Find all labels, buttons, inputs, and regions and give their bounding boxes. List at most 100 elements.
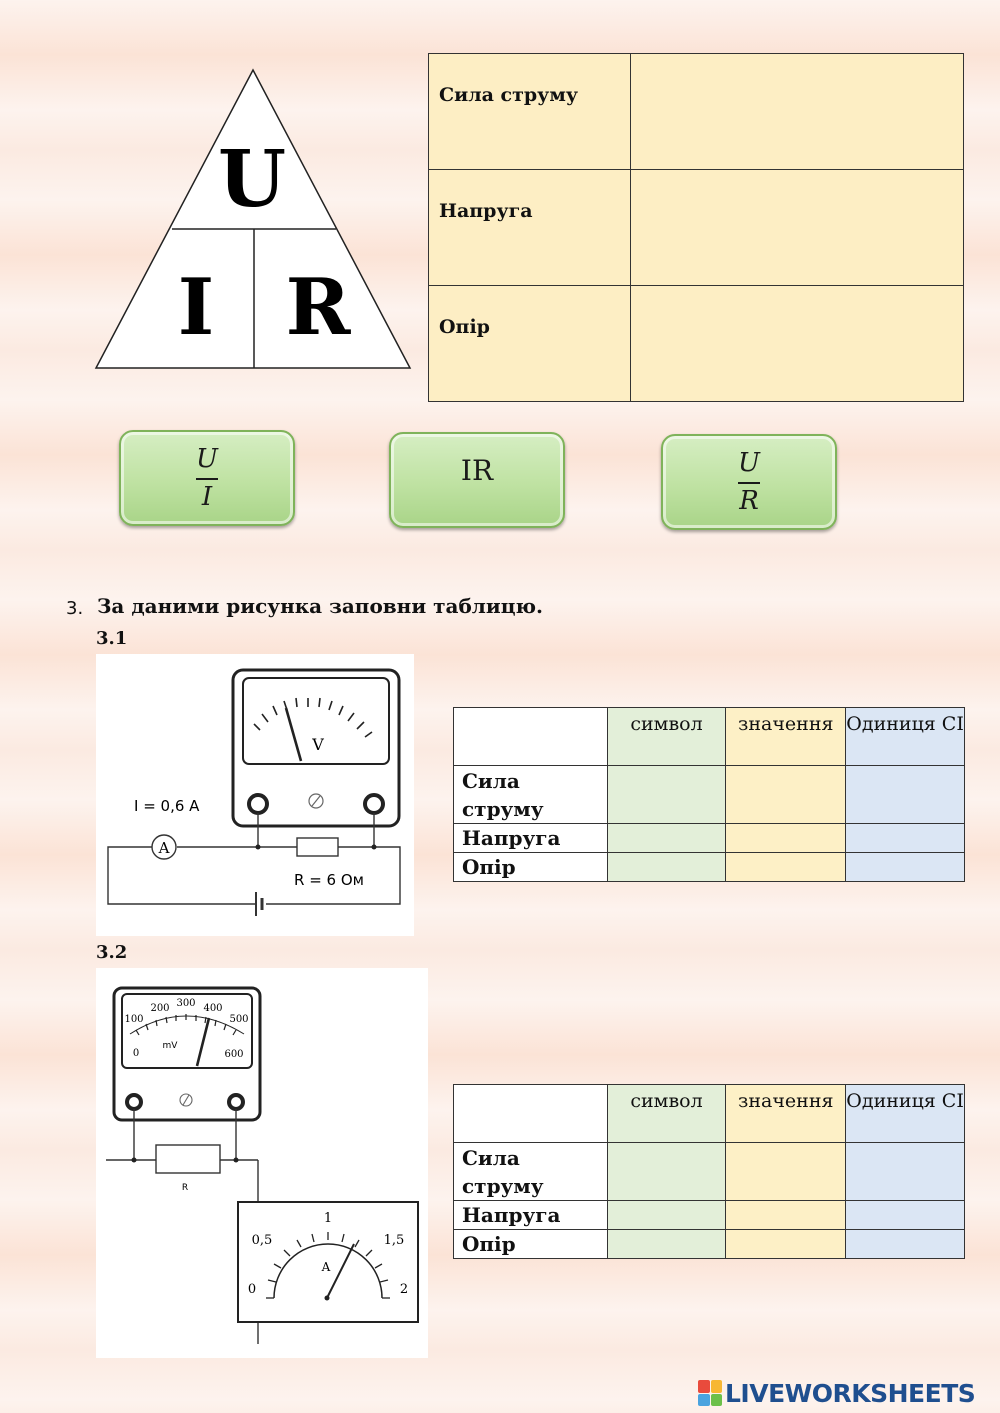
- header-cell-empty: [453, 707, 608, 766]
- fraction-denominator: I: [201, 482, 213, 512]
- answer-cell[interactable]: [845, 765, 965, 824]
- answer-cell[interactable]: [845, 852, 965, 882]
- mv-scale-300: 300: [176, 998, 195, 1009]
- definition-drop-zone-voltage[interactable]: [630, 169, 964, 286]
- data-table-1: символ значення Одиниця СІ Сила струму Н…: [453, 707, 965, 882]
- definitions-table: Сила струму Напруга Опір: [428, 53, 964, 402]
- header-cell-si-unit: Одиниця СІ: [845, 707, 965, 766]
- answer-cell[interactable]: [725, 823, 847, 853]
- answer-cell[interactable]: [845, 1229, 965, 1259]
- fraction-denominator: R: [739, 486, 759, 516]
- logo-square-icon: [710, 1393, 722, 1406]
- formula-button-u-over-r[interactable]: U R: [661, 434, 837, 530]
- table-header-row: символ значення Одиниця СІ: [453, 707, 965, 766]
- answer-cell[interactable]: [725, 1142, 847, 1201]
- table-header-row: символ значення Одиниця СІ: [453, 1084, 965, 1143]
- table-row: Напруга: [453, 1200, 965, 1230]
- answer-cell[interactable]: [725, 1200, 847, 1230]
- fraction-bar: [738, 482, 760, 484]
- mv-scale-100: 100: [124, 1014, 143, 1025]
- answer-cell[interactable]: [606, 765, 727, 824]
- fraction: U R: [738, 450, 760, 514]
- definition-label: Напруга: [428, 169, 631, 286]
- header-cell-symbol: символ: [606, 707, 727, 766]
- formula-button-u-over-i[interactable]: U I: [119, 430, 295, 526]
- fraction: U I: [196, 446, 218, 510]
- logo-mark-icon: [698, 1380, 722, 1406]
- logo-square-icon: [698, 1380, 710, 1393]
- mv-unit-label: mV: [163, 1041, 179, 1051]
- row-label: Сила струму: [453, 765, 608, 824]
- definition-drop-zone-resistance[interactable]: [630, 285, 964, 402]
- row-label: Напруга: [453, 823, 608, 853]
- answer-cell[interactable]: [725, 852, 847, 882]
- fraction-numerator: U: [738, 448, 760, 478]
- logo-square-icon: [710, 1380, 722, 1393]
- mv-scale-400: 400: [203, 1003, 222, 1014]
- current-value-label: I = 0,6 А: [134, 797, 200, 815]
- amp-scale-0: 0: [248, 1282, 256, 1297]
- table-row: Опір: [453, 852, 965, 882]
- mv-scale-500: 500: [229, 1014, 248, 1025]
- liveworksheets-logo: LIVEWORKSHEETS: [698, 1378, 976, 1408]
- definition-label: Опір: [428, 285, 631, 402]
- answer-cell[interactable]: [606, 852, 727, 882]
- header-cell-si-unit: Одиниця СІ: [845, 1084, 965, 1143]
- answer-cell[interactable]: [845, 1200, 965, 1230]
- logo-square-icon: [698, 1393, 710, 1406]
- voltmeter-letter: V: [311, 735, 324, 754]
- subtask-label-2: 3.2: [96, 942, 128, 963]
- fraction-bar: [196, 478, 218, 480]
- ohm-triangle: U I R: [92, 66, 414, 372]
- resistor-letter: R: [182, 1183, 188, 1193]
- table-row: Опір: [453, 1229, 965, 1259]
- triangle-letter-r: R: [286, 262, 352, 353]
- mv-scale-600: 600: [224, 1049, 243, 1060]
- definition-row: Напруга: [428, 169, 964, 286]
- resistance-value-label: R = 6 Ом: [294, 871, 364, 889]
- answer-cell[interactable]: [725, 765, 847, 824]
- formula-button-ir[interactable]: IR: [389, 432, 565, 528]
- definition-row: Сила струму: [428, 53, 964, 170]
- header-cell-value: значення: [725, 1084, 847, 1143]
- amp-letter: A: [321, 1260, 331, 1274]
- definition-label: Сила струму: [428, 53, 631, 170]
- task-instruction: За даними рисунка заповни таблицю.: [97, 594, 543, 618]
- definition-drop-zone-current[interactable]: [630, 53, 964, 170]
- formula-text: IR: [460, 453, 494, 487]
- subtask-label-1: 3.1: [96, 628, 128, 649]
- amp-scale-1: 1: [324, 1211, 332, 1226]
- amp-scale-1-5: 1,5: [384, 1233, 405, 1248]
- mv-scale-0: 0: [133, 1048, 139, 1059]
- ammeter-letter: A: [158, 839, 170, 857]
- answer-cell[interactable]: [606, 823, 727, 853]
- header-cell-value: значення: [725, 707, 847, 766]
- mv-scale-200: 200: [150, 1003, 169, 1014]
- circuit-figure-2: 0 100 200 300 400 500 600 mV R: [96, 968, 428, 1358]
- answer-cell[interactable]: [606, 1200, 727, 1230]
- table-row: Сила струму: [453, 1142, 965, 1201]
- table-row: Сила струму: [453, 765, 965, 824]
- row-label: Сила струму: [453, 1142, 608, 1201]
- circuit-figure-1: V A I = 0,6 А R = 6 Ом: [96, 654, 414, 936]
- row-label: Опір: [453, 1229, 608, 1259]
- data-table-2: символ значення Одиниця СІ Сила струму Н…: [453, 1084, 965, 1259]
- row-label: Напруга: [453, 1200, 608, 1230]
- header-cell-empty: [453, 1084, 608, 1143]
- amp-scale-2: 2: [400, 1282, 408, 1297]
- definition-row: Опір: [428, 285, 964, 402]
- logo-text: LIVEWORKSHEETS: [725, 1378, 976, 1408]
- triangle-letter-i: I: [178, 262, 215, 353]
- task-number: 3.: [66, 598, 84, 619]
- answer-cell[interactable]: [845, 823, 965, 853]
- answer-cell[interactable]: [845, 1142, 965, 1201]
- answer-cell[interactable]: [725, 1229, 847, 1259]
- header-cell-symbol: символ: [606, 1084, 727, 1143]
- fraction-numerator: U: [196, 444, 218, 474]
- row-label: Опір: [453, 852, 608, 882]
- amp-scale-0-5: 0,5: [252, 1233, 273, 1248]
- answer-cell[interactable]: [606, 1142, 727, 1201]
- triangle-letter-u: U: [218, 134, 286, 225]
- answer-cell[interactable]: [606, 1229, 727, 1259]
- table-row: Напруга: [453, 823, 965, 853]
